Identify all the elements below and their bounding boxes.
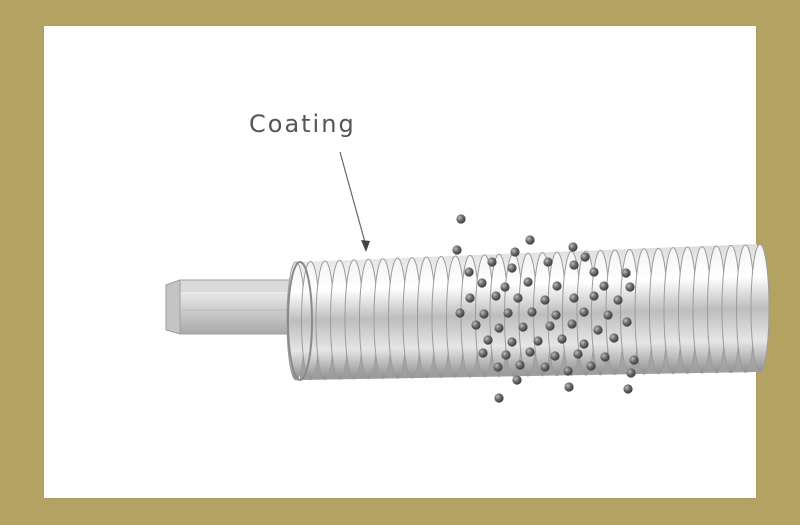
coating-particle bbox=[623, 384, 633, 394]
coating-particle bbox=[507, 337, 517, 347]
coating-particle bbox=[557, 334, 567, 344]
coating-particle bbox=[543, 257, 553, 267]
coating-particle bbox=[494, 393, 504, 403]
coil-turn bbox=[750, 243, 770, 373]
coating-particle bbox=[625, 282, 635, 292]
coating-particle bbox=[479, 309, 489, 319]
coating-particle bbox=[589, 291, 599, 301]
coating-particle bbox=[525, 235, 535, 245]
coating-particle bbox=[527, 307, 537, 317]
coating-particle bbox=[493, 362, 503, 372]
coating-particle bbox=[629, 355, 639, 365]
coating-particle bbox=[626, 368, 636, 378]
coating-particle bbox=[579, 307, 589, 317]
coating-particle bbox=[564, 382, 574, 392]
coating-particle bbox=[609, 333, 619, 343]
coating-particle bbox=[491, 291, 501, 301]
coating-particle bbox=[550, 351, 560, 361]
coating-particle bbox=[477, 278, 487, 288]
spring-coil bbox=[286, 243, 770, 381]
coating-particle bbox=[501, 350, 511, 360]
coating-particle bbox=[613, 295, 623, 305]
coating-particle bbox=[593, 325, 603, 335]
coating-particle bbox=[513, 293, 523, 303]
coating-particle bbox=[500, 282, 510, 292]
coating-particle bbox=[563, 366, 573, 376]
coating-particle bbox=[567, 319, 577, 329]
coating-label: Coating bbox=[249, 110, 356, 138]
coating-particle bbox=[579, 339, 589, 349]
coating-particle bbox=[600, 352, 610, 362]
coating-particle bbox=[464, 267, 474, 277]
coating-particle bbox=[465, 293, 475, 303]
coating-particle bbox=[573, 349, 583, 359]
coating-particle bbox=[483, 335, 493, 345]
callout-arrow bbox=[339, 151, 370, 252]
coating-particle bbox=[569, 293, 579, 303]
coating-particle bbox=[586, 361, 596, 371]
coating-particle bbox=[580, 252, 590, 262]
coating-particle bbox=[525, 347, 535, 357]
coating-particle bbox=[455, 308, 465, 318]
coating-particle bbox=[551, 310, 561, 320]
coating-particle bbox=[603, 310, 613, 320]
square-stem bbox=[165, 279, 301, 335]
coating-particle bbox=[621, 268, 631, 278]
coating-particle bbox=[622, 317, 632, 327]
coating-particle bbox=[456, 214, 466, 224]
coating-particle bbox=[512, 375, 522, 385]
coating-particle bbox=[523, 277, 533, 287]
coating-particle bbox=[569, 260, 579, 270]
coil-end-ring bbox=[287, 261, 313, 381]
coating-particle bbox=[478, 348, 488, 358]
coating-particle bbox=[533, 336, 543, 346]
coating-particle bbox=[540, 362, 550, 372]
coating-particle bbox=[494, 323, 504, 333]
coating-particle bbox=[545, 321, 555, 331]
coating-particle bbox=[518, 322, 528, 332]
coating-particle bbox=[552, 281, 562, 291]
coating-particle bbox=[568, 242, 578, 252]
coating-particle bbox=[487, 257, 497, 267]
coating-particle bbox=[510, 247, 520, 257]
coating-particle bbox=[515, 360, 525, 370]
coating-particle bbox=[540, 295, 550, 305]
coating-particles bbox=[452, 214, 639, 403]
coating-particle bbox=[503, 308, 513, 318]
coating-particle bbox=[471, 320, 481, 330]
coating-particle bbox=[589, 267, 599, 277]
coating-particle bbox=[452, 245, 462, 255]
coating-particle bbox=[507, 263, 517, 273]
coating-particle bbox=[599, 281, 609, 291]
